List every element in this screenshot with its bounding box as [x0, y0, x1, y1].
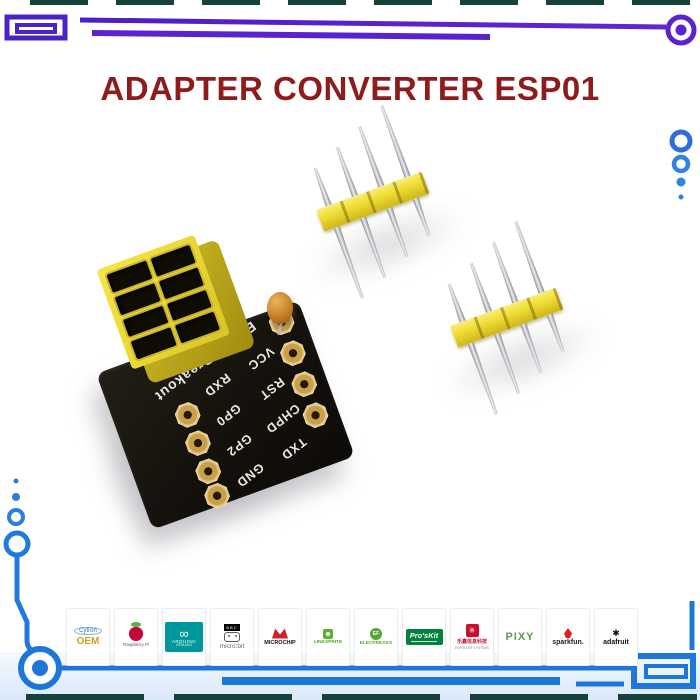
header-pin: [446, 283, 466, 323]
brand-tile-arduino: ∞ ARDUINO GENUINO: [162, 608, 206, 666]
espressif-cjk-label: 乐鑫信息科技: [456, 639, 487, 645]
gold-pad: [278, 338, 309, 369]
elecfreaks-label: ELECFREAKS: [359, 641, 393, 646]
brand-tile-raspberry-pi: Raspberry Pi: [114, 608, 158, 666]
capacitor: [267, 292, 293, 324]
genuino-label: GENUINO: [175, 643, 193, 647]
pin-label-chpd: CHPD: [262, 401, 303, 437]
header-pin: [490, 241, 518, 303]
oem-logo-text: OEM: [76, 636, 100, 647]
proskit-logo: Pro'sKit: [405, 629, 443, 645]
header-pin: [494, 332, 522, 394]
gold-pad: [193, 456, 224, 487]
elecfreaks-ef-icon: EF: [370, 628, 382, 640]
top-left-connector-icon: [4, 14, 68, 41]
pin-label-rst: RST: [256, 374, 288, 403]
pixy-label: PIXY: [505, 631, 535, 643]
sparkfun-flame-icon: [564, 628, 572, 638]
arduino-label: ARDUINO: [171, 638, 197, 644]
adafruit-label: adafruit: [603, 638, 629, 646]
adafruit-star-icon: ✱: [612, 627, 620, 638]
top-edge-dashes: [30, 0, 700, 5]
proskit-underline: [411, 640, 437, 642]
brand-tile-elecfreaks: EF ELECFREAKS: [354, 608, 398, 666]
brand-tile-microchip: MICROCHIP: [258, 608, 302, 666]
bbc-label: BBC: [224, 624, 240, 631]
pin-label-gnd: GND: [233, 460, 267, 491]
microbit-label: micro:bit: [219, 643, 245, 650]
header-pin: [546, 313, 566, 353]
bottom-left-target-icon: [18, 646, 62, 690]
brand-logo-strip: Cytron OEM Raspberry Pi ∞ ARDUINO GENUIN…: [66, 608, 638, 666]
raspberry-pi-label: Raspberry Pi: [122, 642, 149, 647]
raspberry-icon: [129, 622, 143, 641]
brand-tile-cytron: Cytron OEM: [66, 608, 110, 666]
pin-label-txd: TXD: [278, 434, 309, 463]
microchip-m-icon: [272, 628, 288, 639]
header-pin: [386, 207, 410, 258]
cytron-logo-text: Cytron: [74, 627, 102, 635]
arduino-infinity-icon: ∞: [179, 625, 189, 641]
top-trace-line-2: [91, 30, 491, 40]
header-pin: [468, 262, 492, 313]
microchip-label: MICROCHIP: [264, 639, 296, 646]
top-trace-line-1: [79, 17, 667, 30]
header-pin: [412, 197, 432, 237]
sparkfun-label: sparkfun.: [552, 639, 584, 646]
brand-tile-pixy: PIXY: [498, 608, 542, 666]
right-dot-column-icon: [669, 129, 693, 200]
header-pin: [360, 216, 388, 278]
left-dot-column-icon: [3, 478, 37, 655]
arduino-logo: ∞ ARDUINO GENUINO: [165, 622, 203, 652]
header-pin: [356, 125, 384, 187]
gold-pad: [300, 400, 331, 431]
header-plastic-bar: [450, 287, 564, 348]
gold-pad: [172, 400, 203, 431]
bottom-edge-dashes: [26, 694, 697, 700]
brand-tile-sparkfun: sparkfun.: [546, 608, 590, 666]
linksprite-icon: [323, 629, 333, 639]
espressif-icon: ✳: [465, 624, 479, 637]
pin-label-gp0: GP0: [212, 400, 244, 430]
header-pin: [520, 323, 544, 374]
microbit-face-icon: [224, 632, 240, 642]
gold-pad: [289, 369, 320, 400]
bottom-right-connector-icon: [631, 653, 696, 689]
brand-tile-espressif: ✳ 乐鑫信息科技 ESPRESSIF SYSTEMS: [450, 608, 494, 666]
proskit-label: Pro'sKit: [409, 631, 439, 641]
brand-tile-proskit: Pro'sKit: [402, 608, 446, 666]
header-pin: [334, 146, 358, 197]
header-pin: [312, 167, 332, 207]
brand-tile-adafruit: ✱ adafruit: [594, 608, 638, 666]
pin-label-gp2: GP2: [223, 431, 255, 460]
header-plastic-bar: [316, 171, 430, 232]
brand-tile-linksprite: LINKSPRITE: [306, 608, 350, 666]
top-right-target-icon: [665, 14, 697, 46]
gold-pad: [183, 428, 214, 459]
product-title: ADAPTER CONVERTER ESP01: [100, 70, 600, 108]
linksprite-label: LINKSPRITE: [313, 640, 343, 645]
espressif-sub-label: ESPRESSIF SYSTEMS: [454, 646, 489, 650]
brand-tile-microbit: BBC micro:bit: [210, 608, 254, 666]
